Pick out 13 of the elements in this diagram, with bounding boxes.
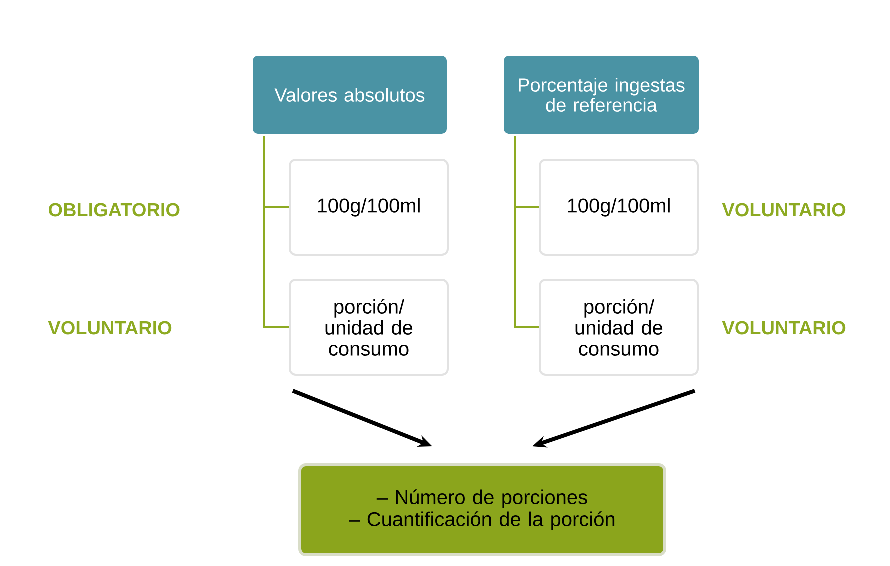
- side-label: OBLIGATORIO: [49, 203, 180, 217]
- side-label: VOLUNTARIO: [48, 321, 172, 335]
- category-box: 100g/100ml: [539, 159, 699, 256]
- tree-line: [263, 136, 289, 328]
- header-box: Valores absolutos: [251, 54, 449, 136]
- side-label: VOLUNTARIO: [722, 203, 846, 217]
- tree-line: [514, 136, 539, 328]
- category-box: porción/ unidad de consumo: [289, 279, 449, 376]
- side-label: VOLUNTARIO: [722, 321, 846, 335]
- category-box: 100g/100ml: [289, 159, 449, 256]
- category-box: porción/ unidad de consumo: [539, 279, 699, 376]
- result-box: – Número de porciones – Cuantificación de la porción: [298, 464, 666, 556]
- header-box: Porcentaje ingestas de referencia: [502, 54, 701, 136]
